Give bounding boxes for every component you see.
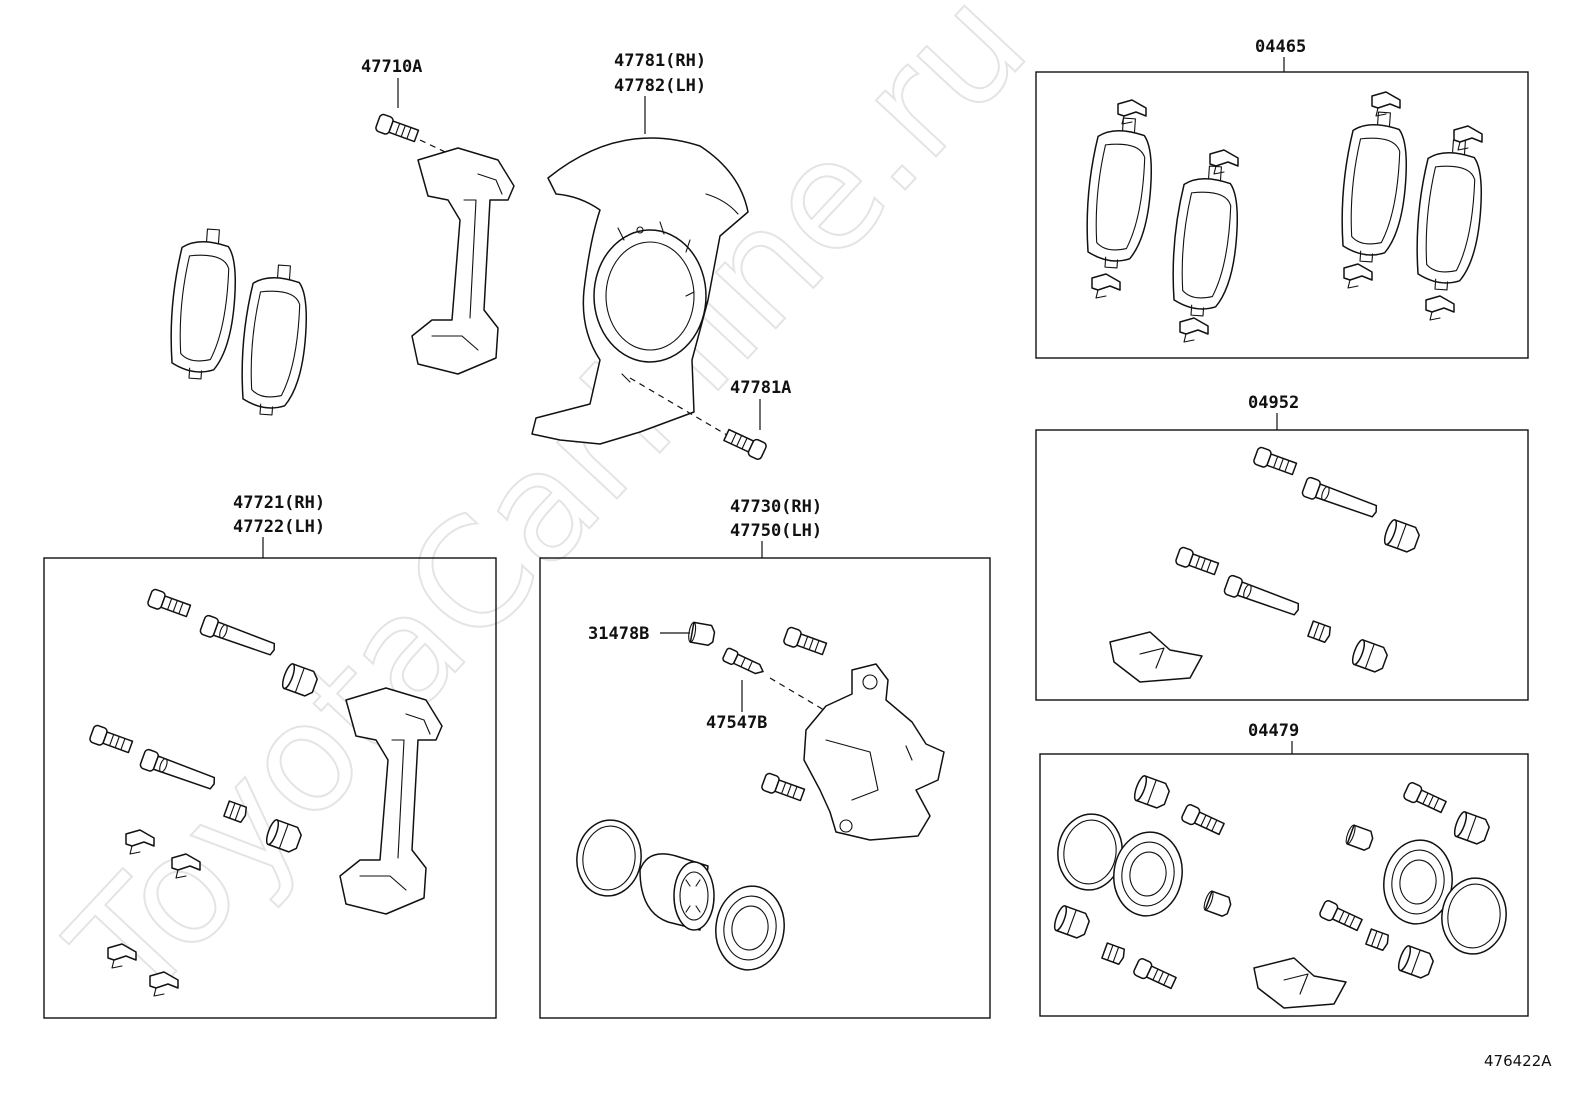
kit-04952-bolt-2 [1174, 545, 1221, 579]
kit-04479-bolt-4 [1317, 898, 1365, 934]
label-47547B: 47547B [706, 713, 767, 733]
kit-04479-boot-1 [1131, 773, 1173, 811]
kit-04479-grease-pack [1253, 957, 1347, 1009]
label-47781A: 47781A [730, 378, 791, 398]
kit-04479-bolt-3 [1401, 780, 1449, 816]
kit-04479-cap-2 [1343, 823, 1376, 853]
label-04952: 04952 [1248, 393, 1299, 413]
kit-04952-pin-2 [1222, 573, 1303, 621]
kit-04465-clip-6 [1343, 263, 1373, 289]
kit-04465-clip-7 [1453, 125, 1483, 151]
label-47710A: 47710A [361, 57, 422, 77]
kit-04479-small-boot-2 [1365, 928, 1391, 952]
kit-box-47721 [43, 557, 497, 1019]
label-04465: 04465 [1255, 37, 1306, 57]
caliper-kit-ring [571, 815, 647, 901]
kit-04479-bolt-2 [1131, 956, 1179, 992]
kit-box-04465 [1035, 71, 1529, 359]
kit-04465-pad-4 [1412, 137, 1487, 293]
caliper-kit-bolt-1 [782, 625, 829, 659]
bleeder-plug-47547B [722, 647, 764, 675]
kit-box-47730 [539, 557, 991, 1019]
kit-04479-boot-3 [1451, 809, 1493, 847]
figure-code: 476422A [1484, 1052, 1552, 1070]
kit-04952-pin-1 [1300, 475, 1381, 523]
kit-04465-pad-3 [1337, 109, 1412, 265]
kit-box-04952 [1035, 429, 1529, 701]
kit-04952-boot-1 [1381, 517, 1423, 555]
kit-04479-boot-4 [1395, 943, 1437, 981]
watermark-text: ToyotaCarMine.ru [38, 0, 1060, 1035]
label-47782-lh: 47782(LH) [614, 76, 706, 96]
bolt-47781A [721, 426, 769, 462]
label-47721-rh: 47721(RH) [233, 493, 325, 513]
kit-04465-pad-1 [1082, 115, 1157, 271]
brake-caliper-body [803, 663, 945, 841]
kit-04465-pad-2 [1168, 163, 1243, 319]
brake-dust-shield [531, 137, 749, 445]
label-47750-lh: 47750(LH) [730, 521, 822, 541]
kit-04952-grease-pack [1109, 631, 1203, 683]
label-47722-lh: 47722(LH) [233, 517, 325, 537]
brake-pad-left-1 [166, 226, 241, 382]
kit-04465-clip-8 [1425, 295, 1455, 321]
caliper-kit-seal [709, 880, 791, 976]
kit-box-04479 [1039, 753, 1529, 1017]
bracket-kit-bolt-2 [88, 723, 135, 757]
label-31478B: 31478B [588, 624, 649, 644]
caliper-kit-bolt-2 [760, 771, 807, 805]
bracket-kit-pin-1 [198, 613, 279, 661]
label-47781-rh: 47781(RH) [614, 51, 706, 71]
kit-04952-small-boot [1307, 620, 1333, 644]
caliper-bracket [411, 147, 515, 375]
brake-pad-left-2 [237, 262, 312, 418]
kit-04952-boot-2 [1349, 637, 1391, 675]
kit-04952-bolt-1 [1252, 445, 1299, 479]
kit-04465-clip-4 [1179, 317, 1209, 343]
label-04479: 04479 [1248, 721, 1299, 741]
kit-04465-clip-3 [1209, 149, 1239, 175]
kit-04479-small-boot-1 [1101, 942, 1127, 966]
kit-04465-clip-1 [1117, 99, 1147, 125]
label-47730-rh: 47730(RH) [730, 497, 822, 517]
caliper-piston [639, 853, 715, 931]
bolt-47710A [374, 112, 421, 146]
kit-04479-boot-2 [1051, 903, 1093, 941]
kit-04479-bolt-1 [1179, 802, 1227, 838]
kit-04465-clip-2 [1091, 273, 1121, 299]
bracket-kit-bolt-1 [146, 587, 193, 621]
bleeder-cap-31478B [686, 621, 717, 647]
kit-04479-cap-1 [1201, 889, 1234, 919]
